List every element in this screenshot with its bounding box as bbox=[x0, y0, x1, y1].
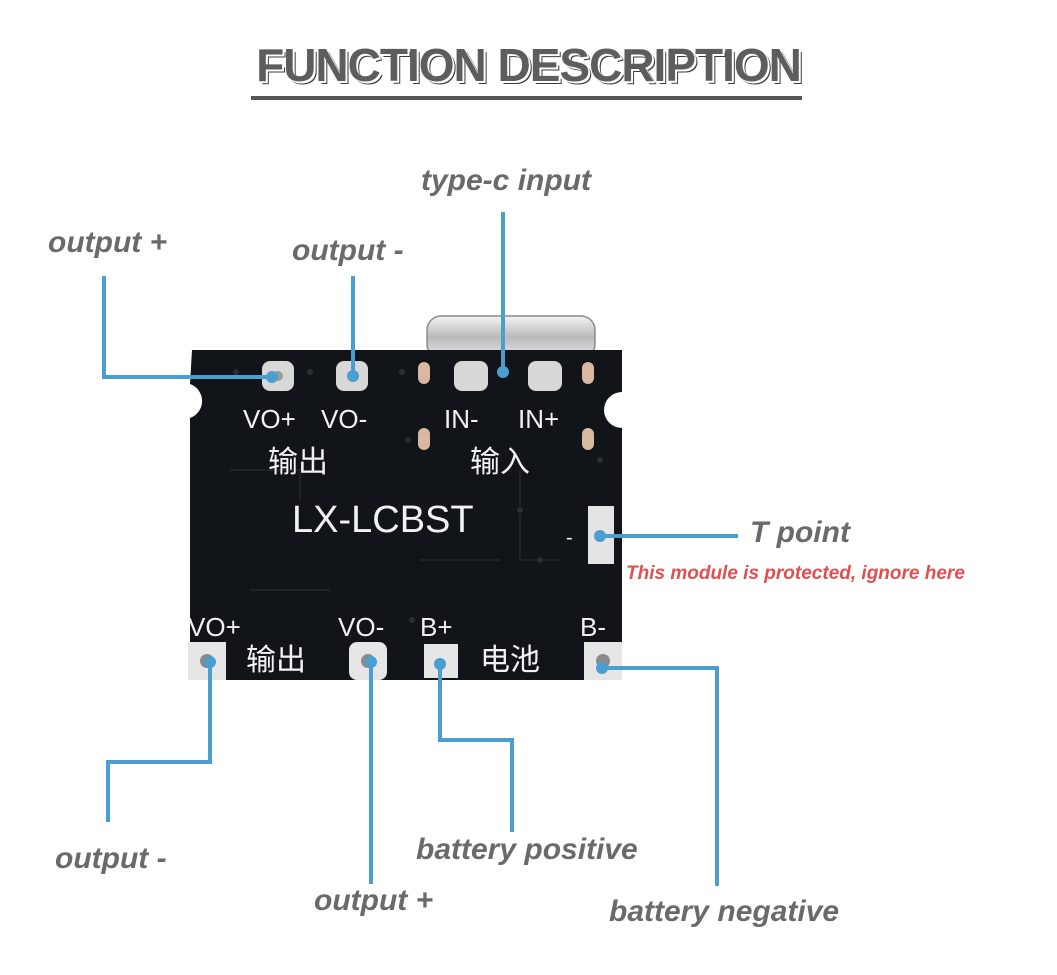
t-point-mark: - bbox=[566, 527, 573, 549]
t-point-note: This module is protected, ignore here bbox=[626, 563, 965, 584]
label-type-c-input: type-c input bbox=[421, 164, 591, 197]
label-bottom-output-minus: output - bbox=[55, 842, 167, 875]
pcb-vias bbox=[233, 369, 603, 623]
board-model: LX-LCBST bbox=[292, 499, 474, 541]
label-battery-positive: battery positive bbox=[416, 833, 638, 866]
leader-top-output-plus bbox=[102, 276, 272, 379]
silk-bottom-battery-cn: 电池 bbox=[480, 643, 540, 678]
leader-battery-negative bbox=[602, 666, 719, 886]
leader-lines bbox=[102, 212, 738, 886]
silk-bottom-vo-minus: VO- bbox=[338, 612, 384, 642]
usb-slot bbox=[582, 428, 594, 450]
usb-slot bbox=[582, 362, 594, 384]
pad-top-in-minus bbox=[454, 361, 488, 391]
silk-bottom-b-minus: B- bbox=[580, 612, 606, 642]
label-top-output-plus: output + bbox=[48, 226, 168, 259]
leader-battery-positive bbox=[438, 664, 514, 832]
label-bottom-output-plus: output + bbox=[314, 884, 434, 917]
silk-bottom-output-cn: 输出 bbox=[246, 643, 306, 678]
pcb-traces bbox=[230, 469, 560, 591]
usb-slot bbox=[418, 428, 430, 450]
title-underline bbox=[251, 96, 802, 100]
silk-top-input-cn: 输入 bbox=[470, 445, 530, 480]
silk-top-in-plus: IN+ bbox=[518, 404, 559, 434]
silk-bottom-b-plus: B+ bbox=[420, 612, 453, 642]
page-title: FUNCTION DESCRIPTION bbox=[256, 39, 802, 91]
label-battery-negative: battery negative bbox=[609, 895, 840, 928]
label-t-point: T point bbox=[750, 516, 850, 549]
label-top-output-minus: output - bbox=[292, 234, 404, 267]
silk-top-vo-plus: VO+ bbox=[243, 404, 296, 434]
silk-top-vo-minus: VO- bbox=[321, 404, 367, 434]
silk-top-in-minus: IN- bbox=[444, 404, 479, 434]
pcb-board bbox=[190, 350, 622, 680]
usb-slot bbox=[418, 362, 430, 384]
leader-bottom-output-minus bbox=[106, 662, 212, 822]
pad-top-in-plus bbox=[528, 361, 562, 391]
silk-bottom-vo-plus: VO+ bbox=[188, 612, 241, 642]
leader-dots bbox=[204, 366, 608, 674]
silk-top-output-cn: 输出 bbox=[268, 445, 328, 480]
